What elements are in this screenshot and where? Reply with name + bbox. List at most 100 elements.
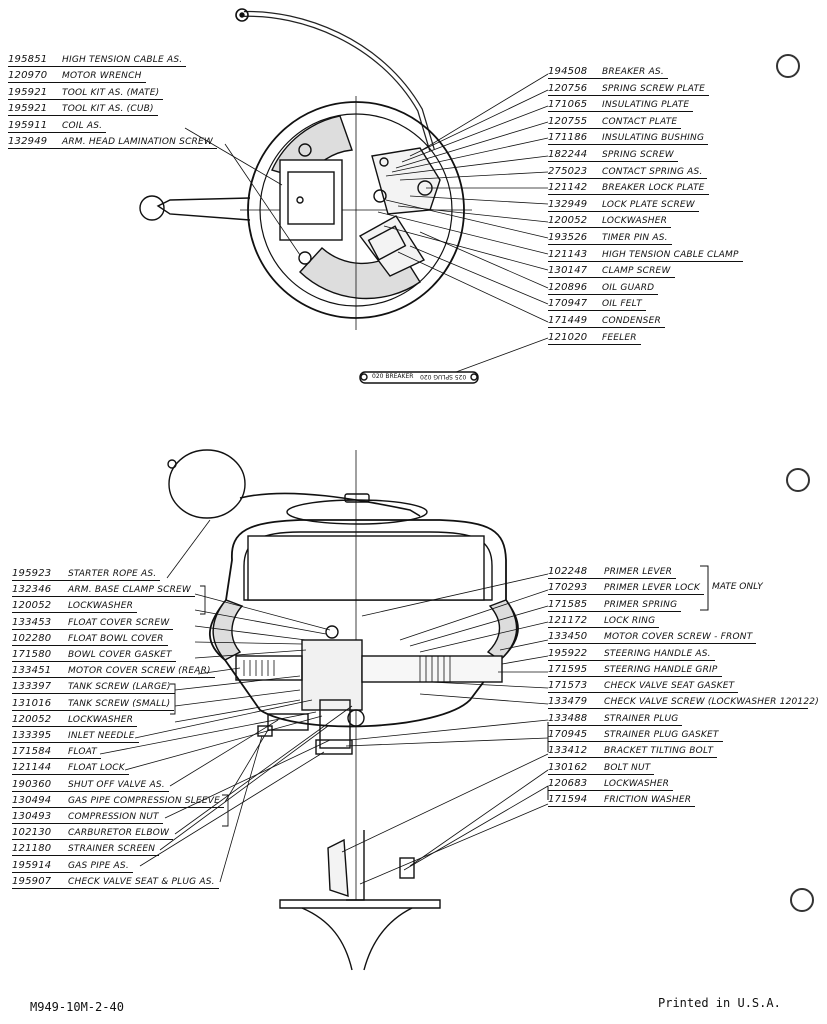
feeler-gauge-label-right: 025 SPLUG 020	[420, 373, 467, 380]
part-name: Breaker As.	[602, 67, 664, 77]
part-number: 275023	[548, 165, 588, 177]
part-name: Starter Rope As.	[68, 569, 157, 579]
magneto-drawing	[139, 8, 472, 330]
part-number: 171573	[548, 680, 588, 692]
part-number: 170293	[548, 582, 588, 594]
part-number: 133450	[548, 631, 588, 643]
part-number: 194508	[548, 66, 588, 77]
part-number: 132346	[12, 584, 52, 596]
part-underline	[12, 628, 173, 630]
part-underline	[12, 742, 139, 743]
part-name: Motor Cover Screw (Rear)	[68, 666, 211, 677]
part-underline	[8, 66, 186, 67]
part-number: 193526	[548, 232, 588, 243]
part-underline	[548, 708, 808, 710]
part-number: 170945	[548, 729, 588, 740]
part-number: 171186	[548, 132, 588, 144]
part-name: Arm. Head Lamination Screw	[62, 137, 213, 147]
part-name: Primer Lever	[604, 567, 673, 577]
part-name: Lockwasher	[68, 601, 134, 612]
part-underline	[12, 677, 215, 679]
part-underline	[12, 693, 175, 695]
part-name: Lockwasher	[68, 714, 134, 725]
part-number: 170947	[548, 298, 588, 310]
part-name: Friction Washer	[604, 795, 692, 806]
part-name: Steering Handle Grip	[604, 664, 718, 675]
part-underline	[548, 277, 675, 279]
part-number: 131016	[12, 697, 52, 709]
part-underline	[548, 578, 676, 579]
part-number: 130147	[548, 265, 588, 277]
part-underline	[12, 661, 176, 662]
part-underline	[12, 790, 169, 792]
part-underline	[8, 148, 217, 149]
magneto-leaders-right	[377, 73, 549, 373]
part-name: Breaker Lock Plate	[602, 183, 705, 194]
part-number: 195921	[8, 86, 48, 98]
part-number: 121143	[548, 248, 588, 260]
part-underline	[548, 806, 695, 808]
part-number: 195922	[548, 647, 588, 659]
part-number: 120052	[12, 600, 52, 612]
part-underline	[548, 659, 715, 661]
part-underline	[12, 871, 133, 873]
part-number: 182244	[548, 149, 588, 160]
part-number: 171065	[548, 99, 588, 111]
part-underline	[548, 111, 693, 113]
part-number: 120970	[8, 70, 48, 82]
part-name: Contact Spring As.	[602, 166, 703, 177]
part-name: Bracket Tilting Bolt	[604, 746, 714, 757]
part-number: 195907	[12, 875, 52, 887]
part-number: 120052	[12, 713, 52, 725]
part-name: Shut Off Valve As.	[68, 779, 165, 790]
part-underline	[12, 709, 174, 711]
part-underline	[8, 131, 106, 133]
part-number: 102280	[12, 632, 52, 644]
part-underline	[548, 724, 682, 726]
part-underline	[548, 127, 681, 129]
part-underline	[548, 594, 704, 596]
part-underline	[548, 643, 756, 645]
part-name: Float	[68, 747, 97, 758]
form-code: M949-10M-2-40	[30, 1000, 124, 1014]
part-name: Clamp Screw	[602, 266, 671, 277]
part-number: 130493	[12, 811, 52, 822]
part-name: Check Valve Screw (Lockwasher 120122)	[604, 697, 819, 708]
part-name: Tool Kit As. (Cub)	[62, 104, 154, 115]
part-name: Tank Screw (Large)	[68, 682, 171, 693]
part-number: 171594	[548, 794, 588, 806]
part-name: Arm. Base Clamp Screw	[68, 585, 192, 596]
part-number: 120052	[548, 215, 588, 227]
part-name: Strainer Screen	[68, 844, 156, 855]
part-name: Timer Pin As.	[602, 233, 668, 243]
part-underline	[548, 610, 681, 612]
part-number: 195851	[8, 54, 48, 65]
part-name: Float Lock	[68, 763, 125, 774]
part-name: Primer Lever Lock	[604, 583, 700, 594]
magneto-leaders-left	[184, 127, 301, 256]
part-number: 132949	[8, 136, 48, 147]
part-number: 171580	[12, 649, 52, 660]
printed-in-label: Printed in U.S.A.	[658, 996, 781, 1010]
part-number: 133451	[12, 665, 52, 677]
part-name: Lockwasher	[602, 216, 668, 227]
motor-drawing	[167, 449, 519, 971]
part-underline	[12, 823, 163, 824]
part-underline	[548, 94, 709, 96]
part-number: 133397	[12, 681, 52, 693]
part-number: 133412	[548, 745, 588, 757]
part-name: Tool Kit As. (Mate)	[62, 87, 160, 98]
part-underline	[12, 887, 219, 889]
part-number: 102130	[12, 827, 52, 839]
part-number: 132949	[548, 198, 588, 210]
part-number: 120683	[548, 777, 588, 789]
part-number: 133453	[12, 616, 52, 628]
part-number: 195914	[12, 859, 52, 871]
part-underline	[12, 758, 101, 760]
part-underline	[548, 144, 708, 146]
part-name: Spring Screw Plate	[602, 83, 706, 94]
part-name: Lockwasher	[604, 778, 670, 789]
part-underline	[548, 675, 722, 677]
part-number: 130162	[548, 761, 588, 773]
part-name: Condenser	[602, 316, 661, 326]
